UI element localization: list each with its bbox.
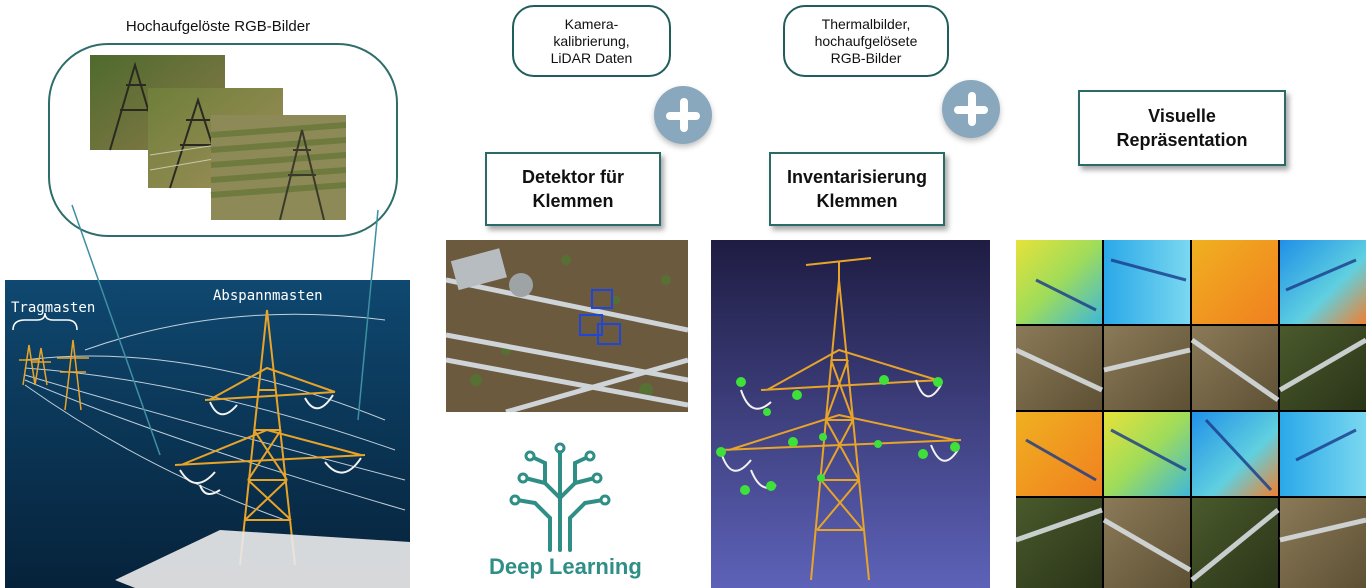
deep-learning-label: Deep Learning <box>489 554 642 579</box>
connector-lines <box>71 204 379 456</box>
stage-detector-box: Detektor für Klemmen <box>485 152 661 226</box>
input-bubble-calibration: Kamera- kalibrierung, LiDAR Daten <box>512 5 671 77</box>
stage-visual-line: Repräsentation <box>1116 130 1248 150</box>
input-bubble-line: kalibrierung, <box>553 32 630 49</box>
rgb-images-caption: Hochaufgelöste RGB-Bilder <box>125 18 311 35</box>
pointcloud-panel: Tragmasten Abspannmasten <box>5 280 410 588</box>
rgb-image-stack <box>90 55 346 220</box>
plus-icon <box>654 86 712 144</box>
plus-icon <box>942 80 1000 138</box>
detector-photo <box>446 240 688 412</box>
visual-representation-grid <box>1016 240 1366 588</box>
brain-circuit-icon <box>509 442 611 552</box>
detection-box <box>579 289 621 345</box>
pointcloud-scene <box>12 309 410 588</box>
abspannmasten-label: Abspannmasten <box>213 288 323 304</box>
input-bubble-line: RGB-Bilder <box>830 49 902 66</box>
rgb-photo-3 <box>210 115 346 220</box>
input-bubble-line: hochaufgelösete <box>814 32 918 49</box>
stage-inventory-line: Inventarisierung <box>786 167 928 187</box>
input-bubble-line: LiDAR Daten <box>550 49 633 66</box>
stage-detector-line: Klemmen <box>532 191 614 211</box>
tragmasten-label: Tragmasten <box>11 300 96 316</box>
input-bubble-thermal: Thermalbilder, hochaufgelösete RGB-Bilde… <box>783 5 949 77</box>
stage-visual-box: Visuelle Repräsentation <box>1078 90 1286 166</box>
input-bubble-line: Kamera- <box>564 15 619 32</box>
stage-inventory-line: Klemmen <box>816 191 898 211</box>
input-bubble-line: Thermalbilder, <box>821 15 911 32</box>
inventory-pylon-panel <box>711 240 990 588</box>
stage-inventory-box: Inventarisierung Klemmen <box>769 152 945 226</box>
stage-visual-line: Visuelle <box>1148 106 1216 126</box>
stage-detector-line: Detektor für <box>521 167 624 187</box>
